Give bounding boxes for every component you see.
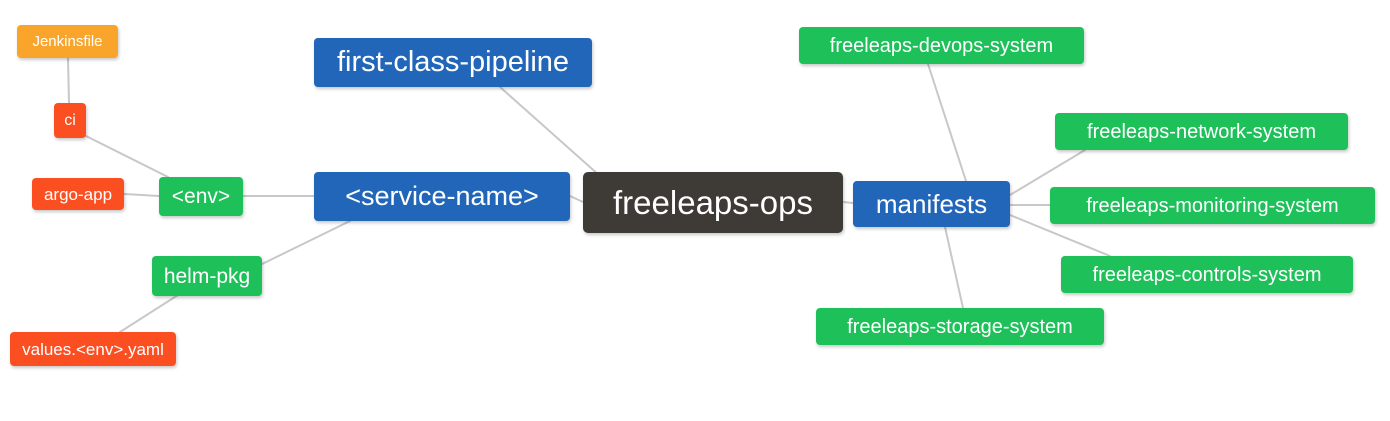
mindmap-node-helm-pkg[interactable]: helm-pkg xyxy=(152,256,262,296)
edge-manifests-to-freeleaps-network-system xyxy=(1009,149,1086,196)
mindmap-node-values-env-yaml[interactable]: values.<env>.yaml xyxy=(10,332,176,366)
mindmap-node-freeleaps-ops[interactable]: freeleaps-ops xyxy=(583,172,843,233)
edge-env-to-ci xyxy=(85,135,169,178)
mindmap-node-service-name[interactable]: <service-name> xyxy=(314,172,570,221)
edge-helm-pkg-to-values-env-yaml xyxy=(119,294,179,333)
mindmap-node-freeleaps-controls-system[interactable]: freeleaps-controls-system xyxy=(1061,256,1353,293)
edge-freeleaps-ops-to-manifests xyxy=(842,201,854,204)
mindmap-node-env[interactable]: <env> xyxy=(159,177,243,216)
mindmap-node-freeleaps-network-system[interactable]: freeleaps-network-system xyxy=(1055,113,1348,150)
edge-ci-to-jenkinsfile xyxy=(67,57,70,104)
mindmap-node-jenkinsfile[interactable]: Jenkinsfile xyxy=(17,25,118,58)
edge-freeleaps-ops-to-first-class-pipeline xyxy=(499,86,601,177)
edge-freeleaps-ops-to-service-name xyxy=(569,195,584,203)
edge-env-to-argo-app xyxy=(123,193,160,197)
edge-manifests-to-freeleaps-devops-system xyxy=(927,63,967,182)
mindmap-node-freeleaps-devops-system[interactable]: freeleaps-devops-system xyxy=(799,27,1084,64)
edge-manifests-to-freeleaps-storage-system xyxy=(944,226,964,309)
mindmap-node-argo-app[interactable]: argo-app xyxy=(32,178,124,210)
edge-service-name-to-helm-pkg xyxy=(257,220,351,267)
mindmap-node-manifests[interactable]: manifests xyxy=(853,181,1010,227)
mindmap-node-freeleaps-storage-system[interactable]: freeleaps-storage-system xyxy=(816,308,1104,345)
mindmap-node-first-class-pipeline[interactable]: first-class-pipeline xyxy=(314,38,592,87)
mindmap-node-freeleaps-monitoring-system[interactable]: freeleaps-monitoring-system xyxy=(1050,187,1375,224)
edge-manifests-to-freeleaps-controls-system xyxy=(1009,214,1111,257)
mindmap-node-ci[interactable]: ci xyxy=(54,103,86,138)
